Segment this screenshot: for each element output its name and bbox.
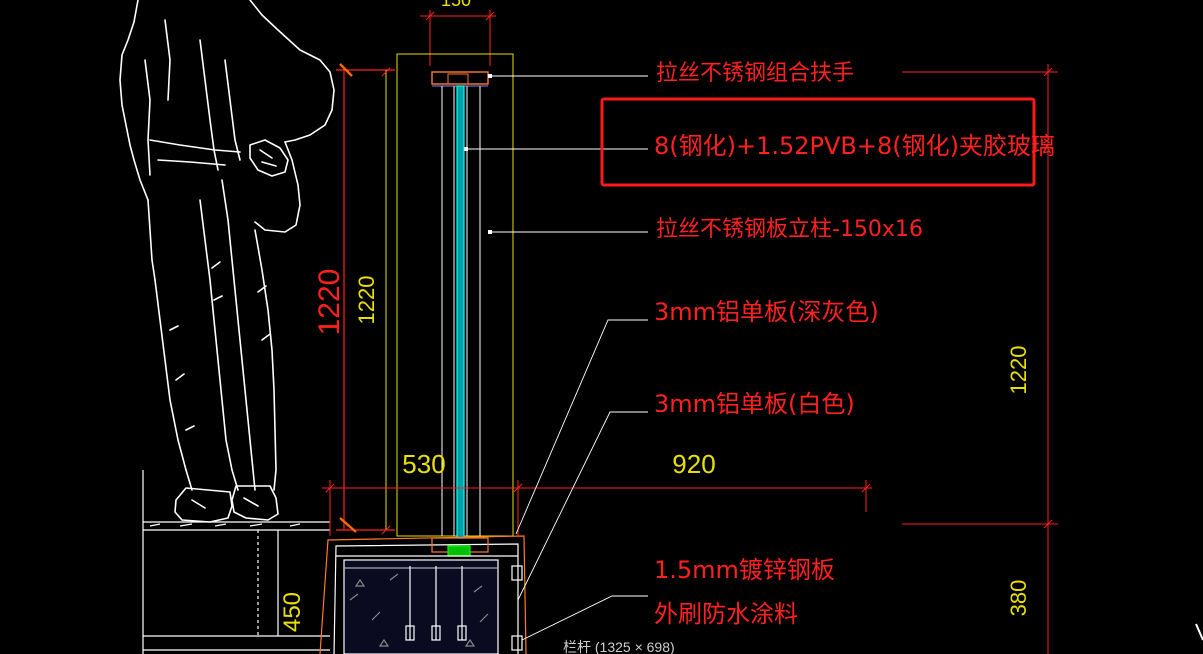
- dimension-top-width: [420, 10, 496, 66]
- dimension-right: [902, 64, 1058, 654]
- dimension-height-red: [336, 63, 395, 533]
- floor-slab: [142, 470, 330, 654]
- steel-plate-label: 1.5mm镀锌钢板: [654, 556, 835, 584]
- glass-highlight-box: [600, 97, 1036, 187]
- glass-label: 8(钢化)+1.52PVB+8(钢化)夹胶玻璃: [654, 132, 1055, 160]
- height-label-red: 1220: [313, 269, 346, 336]
- leader-lines: [466, 75, 648, 641]
- dimension-horizontal: [322, 480, 872, 536]
- hover-tooltip: 栏杆 (1325 × 698): [563, 639, 675, 654]
- post-outline: [396, 53, 514, 537]
- height-label-yellow: 1220: [354, 276, 379, 325]
- edge-marker: [1195, 623, 1203, 641]
- width-530-label: 530: [402, 449, 445, 479]
- leader-markers: [464, 74, 492, 234]
- glass-panel: [441, 85, 481, 539]
- person-silhouette: [119, 0, 335, 523]
- handrail-label: 拉丝不锈钢组合扶手: [656, 61, 854, 86]
- post-label: 拉丝不锈钢板立柱-150x16: [656, 217, 923, 242]
- dimension-height-yellow: [381, 67, 391, 535]
- alu-white-label: 3mm铝单板(白色): [654, 390, 855, 418]
- top-width-label: 150: [441, 0, 471, 10]
- base-450-label: 450: [279, 592, 306, 632]
- right-380-label: 380: [1006, 580, 1031, 617]
- waterproof-label: 外刷防水涂料: [654, 600, 798, 628]
- right-1220-label: 1220: [1006, 346, 1031, 395]
- curb-section: [319, 535, 527, 654]
- alu-dark-label: 3mm铝单板(深灰色): [654, 298, 879, 326]
- width-920-label: 920: [672, 449, 715, 479]
- handrail-section: [431, 71, 489, 87]
